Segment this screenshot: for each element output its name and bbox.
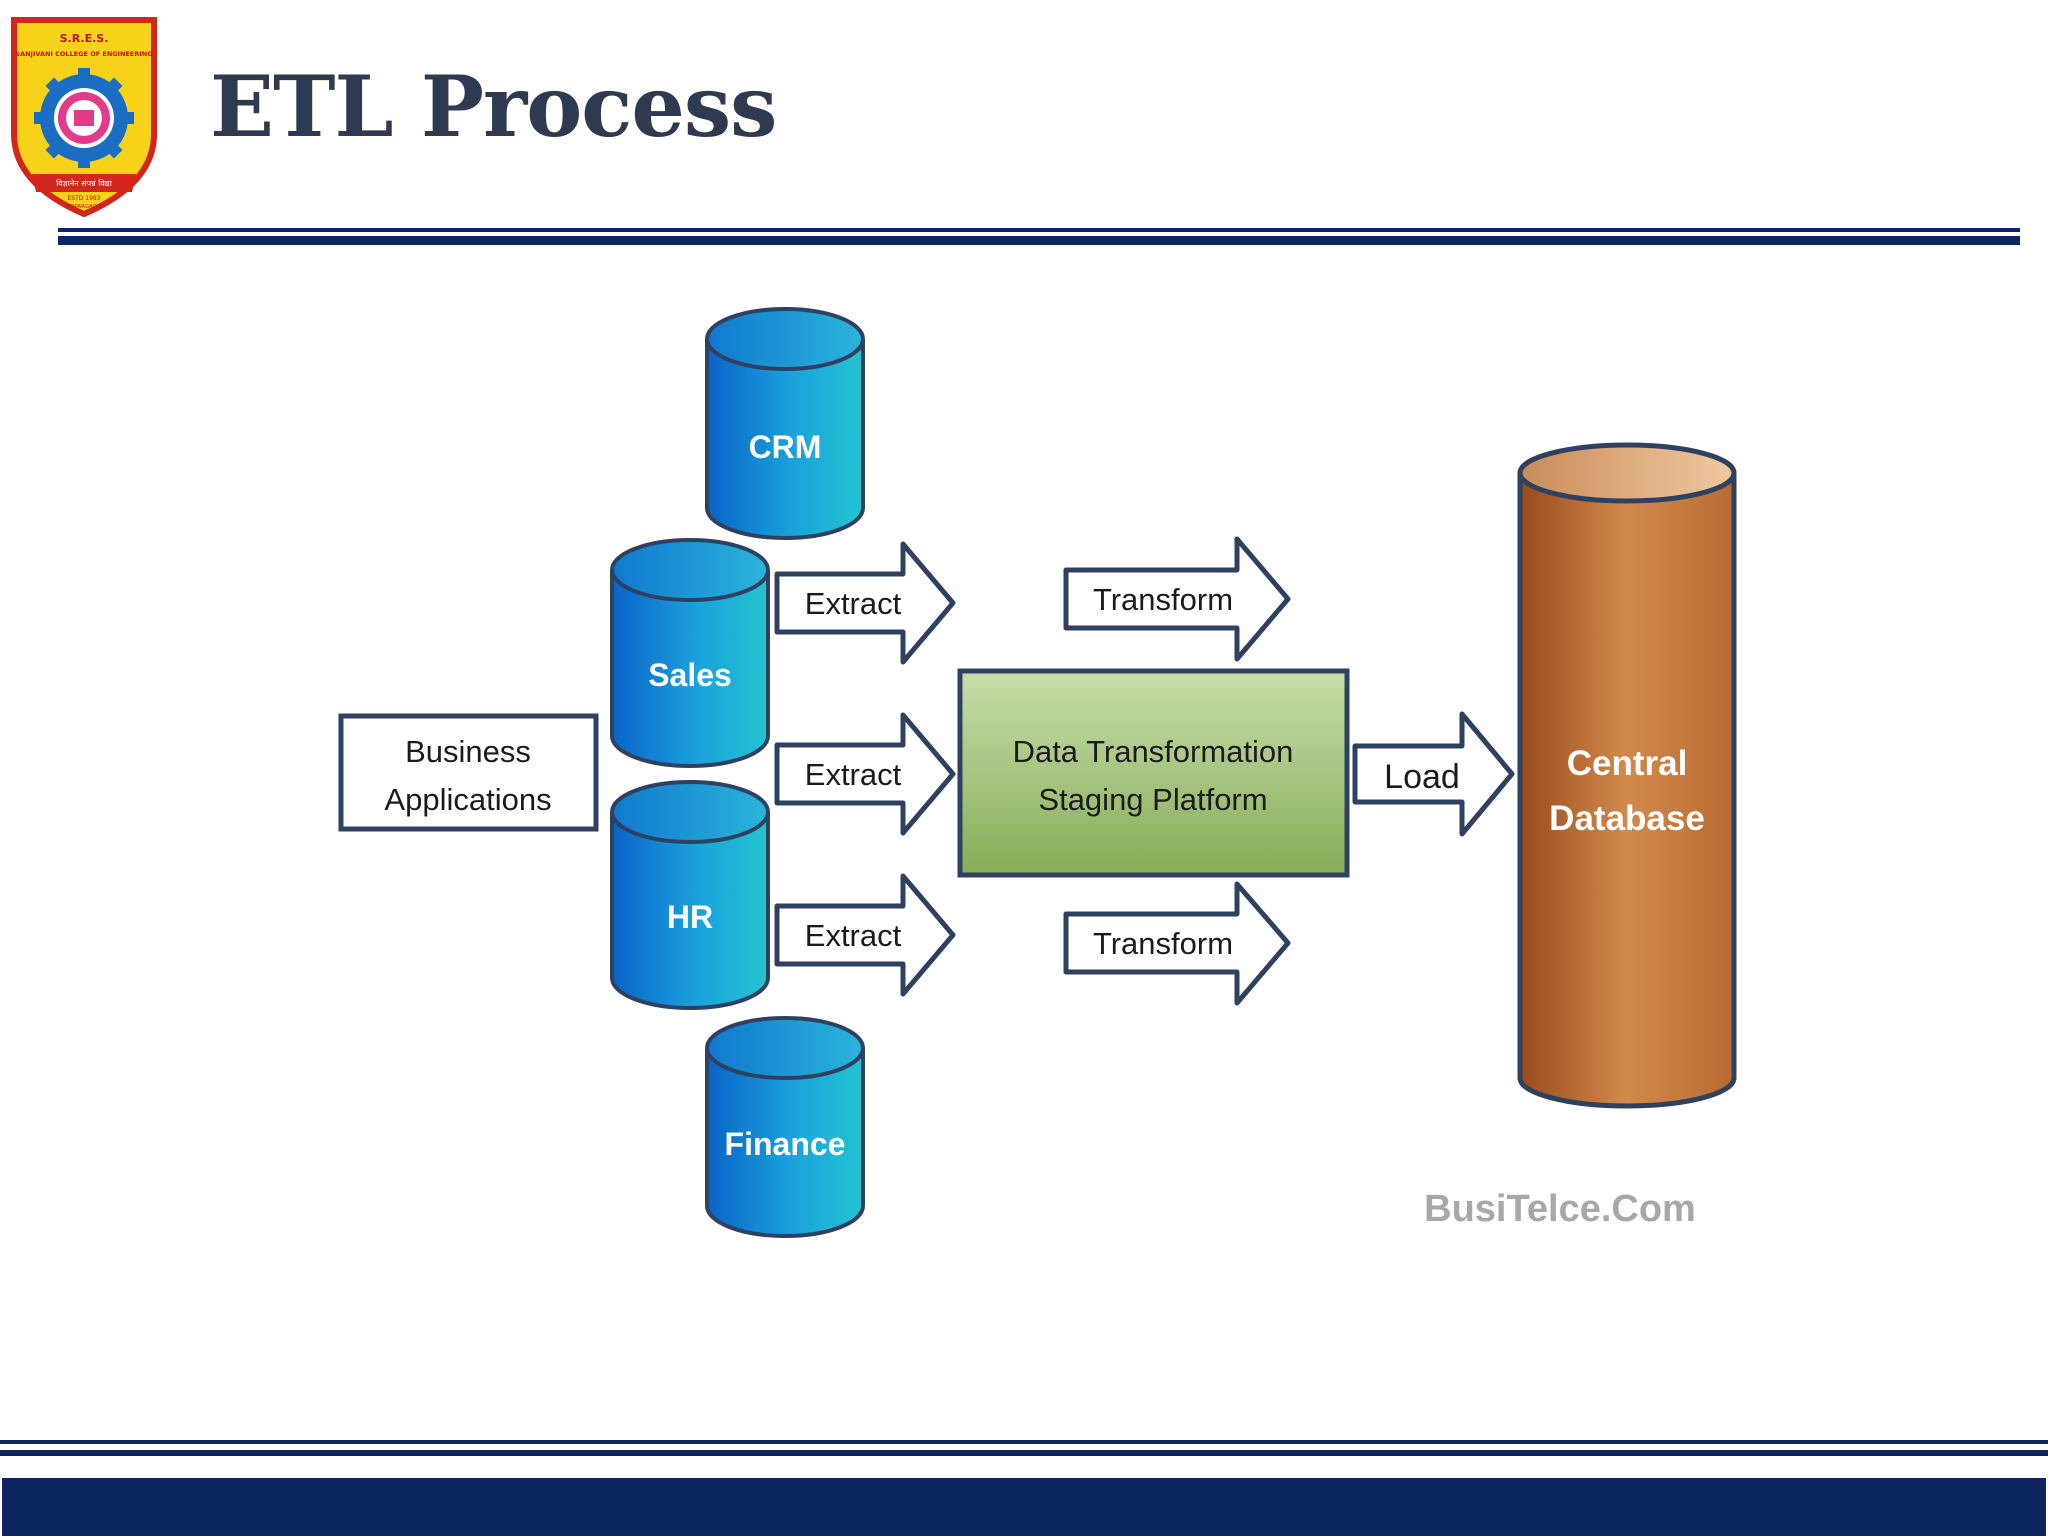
gear-icon [34, 68, 134, 168]
load-label: Load [1384, 758, 1460, 796]
logo-top-text: S.R.E.S. [60, 32, 109, 45]
logo-motto: विज्ञानेन संपन्नं विद्या [56, 178, 113, 188]
footer-band [2, 1478, 2046, 1536]
hr-label: HR [667, 899, 713, 935]
business-applications-box: Business Applications [338, 713, 599, 832]
college-logo: S.R.E.S. SANJIVANI COLLEGE OF ENGINEERIN… [11, 17, 157, 218]
watermark: BusiTelce.Com [1424, 1188, 1696, 1230]
finance-database: Finance [705, 1016, 865, 1238]
extract-arrow-3: Extract [774, 873, 956, 997]
transform-arrow-1: Transform [1063, 536, 1291, 662]
transform-label-1: Transform [1093, 582, 1233, 617]
crm-label: CRM [749, 429, 822, 465]
transform-arrow-2: Transform [1063, 881, 1291, 1006]
extract-arrow-2: Extract [774, 712, 956, 836]
business-applications-label-line1: Business [405, 734, 531, 769]
business-applications-label-line2: Applications [384, 782, 551, 817]
sales-database: Sales [610, 538, 770, 768]
central-database-label-line2: Database [1549, 799, 1705, 838]
extract-label-1: Extract [805, 586, 902, 621]
extract-label-3: Extract [805, 918, 902, 953]
hr-database: HR [610, 780, 770, 1010]
logo-established: ESTD 1983 [67, 195, 100, 202]
transform-label-2: Transform [1093, 926, 1233, 961]
slide-title: ETL Process [210, 57, 777, 156]
finance-label: Finance [725, 1126, 846, 1162]
logo-institution: SANJIVANI COLLEGE OF ENGINEERING [15, 50, 152, 58]
central-database: Central Database [1517, 442, 1737, 1109]
extract-label-2: Extract [805, 757, 902, 792]
central-database-label-line1: Central [1567, 744, 1688, 783]
crm-database: CRM [705, 307, 865, 540]
staging-label-line2: Staging Platform [1038, 782, 1267, 817]
staging-label-line1: Data Transformation [1013, 734, 1294, 769]
sales-label: Sales [648, 657, 732, 693]
staging-platform-box: Data Transformation Staging Platform [957, 668, 1350, 878]
footer-rule-thin [0, 1440, 2048, 1444]
footer-rule-thin-2 [0, 1450, 2048, 1456]
logo-place: KOPARGAON [67, 204, 102, 210]
load-arrow: Load [1352, 711, 1515, 837]
header-rule-thin [58, 228, 2020, 232]
header-rule-thick [58, 236, 2020, 245]
extract-arrow-1: Extract [774, 541, 956, 665]
